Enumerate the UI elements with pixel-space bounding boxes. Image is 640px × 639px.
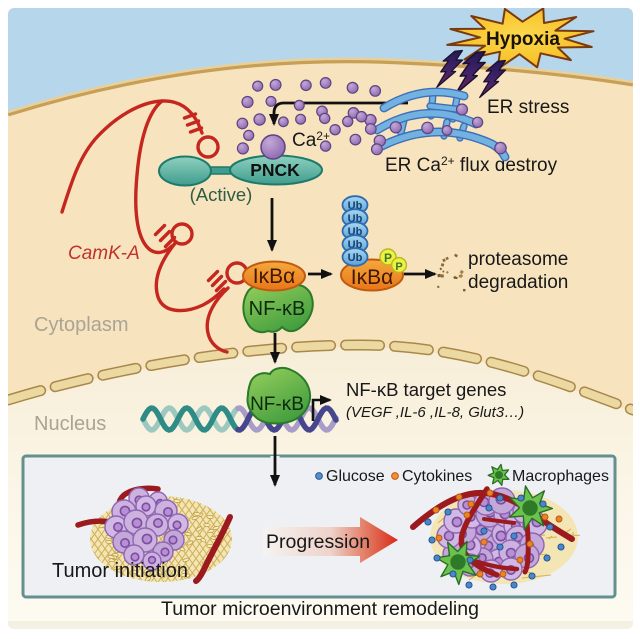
svg-text:Macrophages: Macrophages bbox=[512, 468, 609, 485]
svg-text:degradation: degradation bbox=[468, 272, 568, 293]
svg-text:NF-κB: NF-κB bbox=[249, 298, 306, 320]
svg-text:P: P bbox=[384, 251, 392, 265]
svg-text:P: P bbox=[395, 261, 402, 273]
svg-text:proteasome: proteasome bbox=[468, 249, 568, 270]
svg-text:Glucose: Glucose bbox=[326, 468, 385, 485]
svg-text:ER stress: ER stress bbox=[487, 97, 569, 118]
svg-text:Tumor microenvironment remodel: Tumor microenvironment remodeling bbox=[161, 598, 479, 620]
svg-text:(Active): (Active) bbox=[190, 184, 253, 205]
svg-text:IκBα: IκBα bbox=[253, 265, 295, 288]
svg-text:Nucleus: Nucleus bbox=[34, 413, 106, 435]
svg-text:ER Ca2+ flux destroy: ER Ca2+ flux destroy bbox=[385, 154, 558, 176]
svg-text:NF-κB target genes: NF-κB target genes bbox=[346, 379, 506, 400]
svg-text:Tumor initiation: Tumor initiation bbox=[52, 560, 188, 582]
svg-text:Hypoxia: Hypoxia bbox=[486, 29, 560, 50]
svg-text:IκBα: IκBα bbox=[351, 266, 393, 289]
svg-text:Cytoplasm: Cytoplasm bbox=[34, 314, 128, 336]
svg-text:CamK-A: CamK-A bbox=[68, 243, 140, 264]
svg-text:Ub: Ub bbox=[348, 252, 363, 264]
svg-text:Progression: Progression bbox=[266, 531, 370, 553]
svg-text:PNCK: PNCK bbox=[250, 160, 300, 180]
svg-text:NF-κB: NF-κB bbox=[250, 394, 304, 415]
svg-text:(VEGF ,IL-6 ,IL-8, Glut3…): (VEGF ,IL-6 ,IL-8, Glut3…) bbox=[346, 404, 524, 421]
svg-text:Cytokines: Cytokines bbox=[402, 468, 472, 485]
